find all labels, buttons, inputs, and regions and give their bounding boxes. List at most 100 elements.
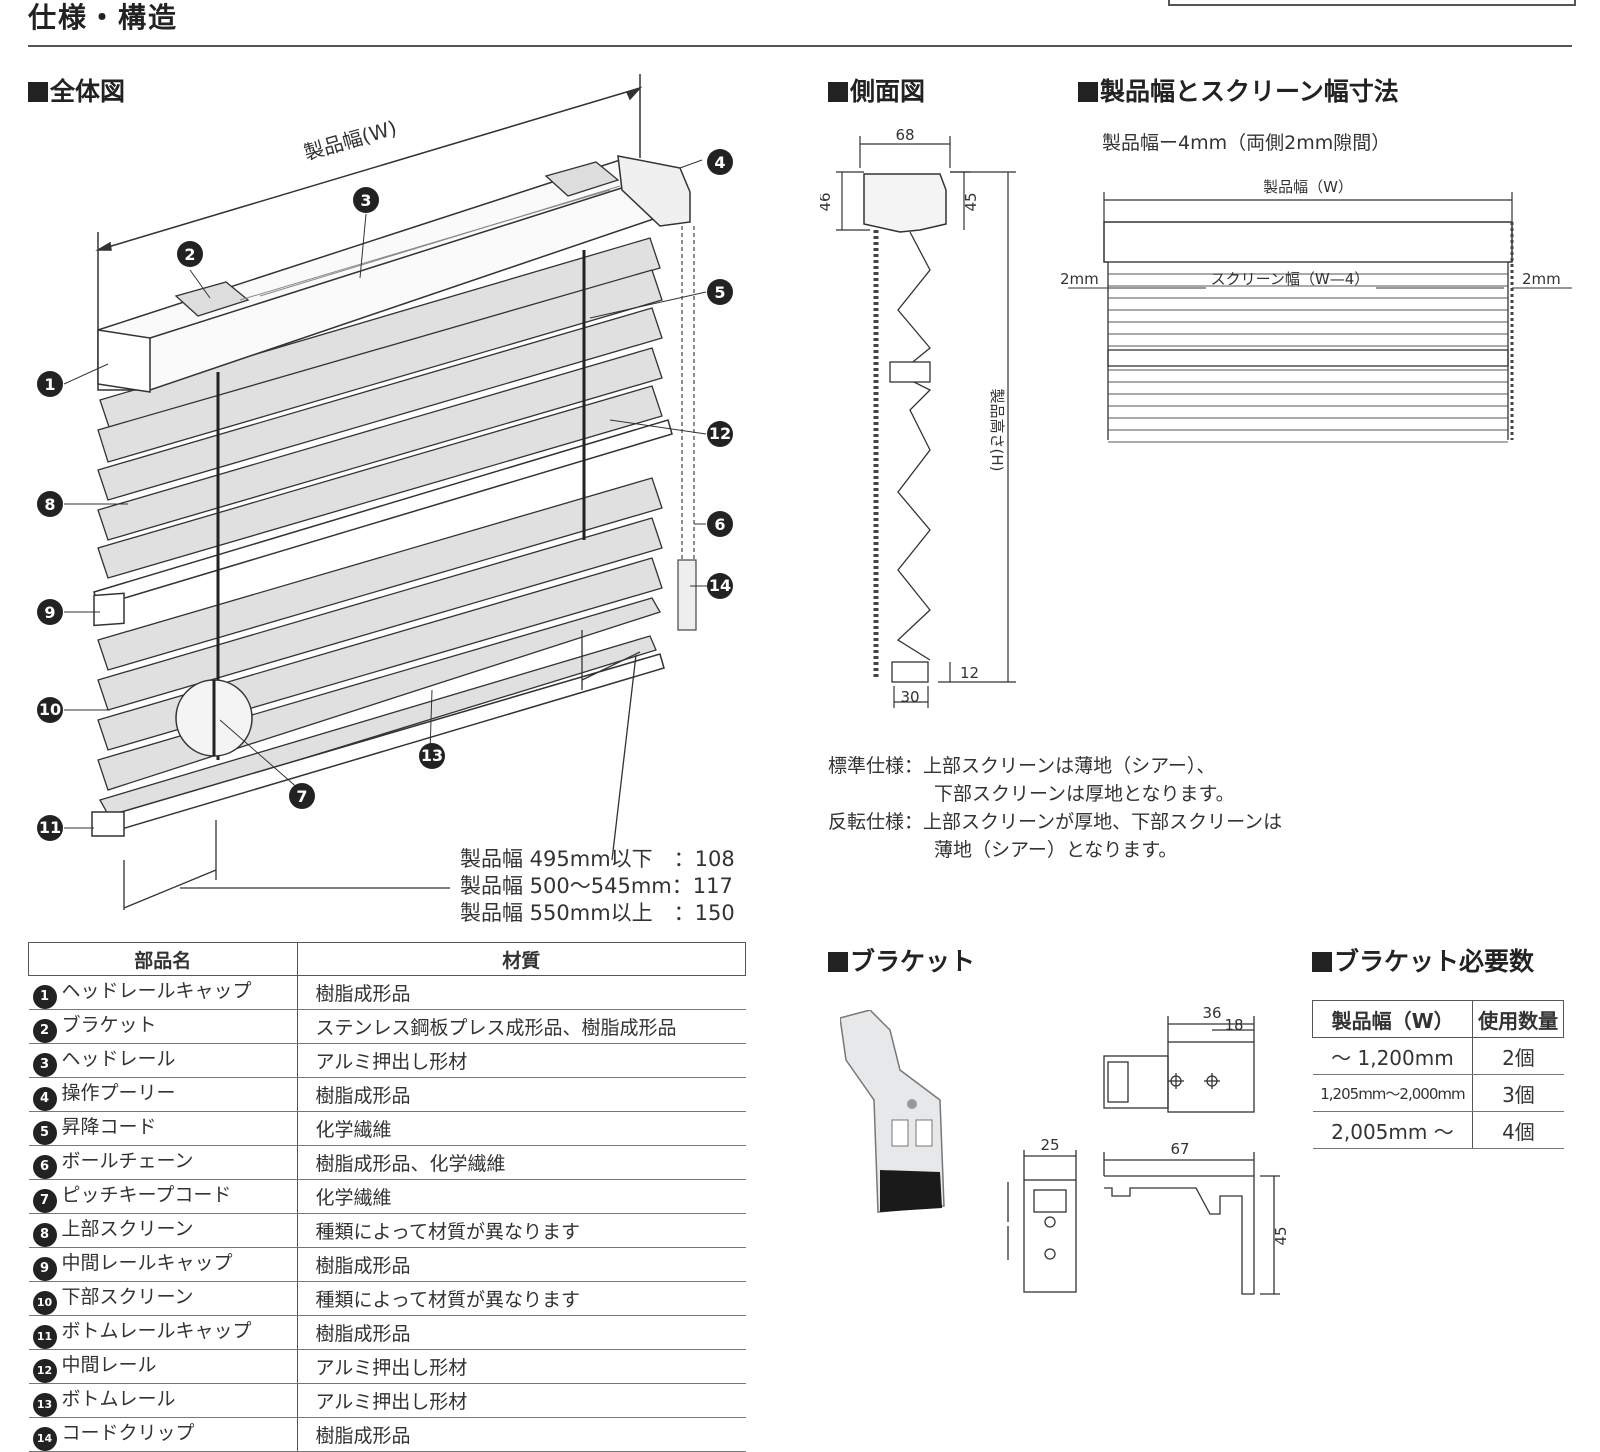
width-note: 製品幅ー4mm（両側2mm隙間） [1102,132,1391,154]
svg-text:製品幅（W）: 製品幅（W） [1263,178,1353,196]
svg-text:30: 30 [900,688,919,706]
svg-text:12: 12 [709,424,731,443]
svg-text:4: 4 [714,153,725,172]
svg-text:3: 3 [360,191,371,210]
part-name: コードクリップ [61,1422,195,1444]
section-heading-bracket-qty: ブラケット必要数 [1312,942,1534,978]
reverse-label: 反転仕様： [828,811,924,833]
part-number-badge: 3 [32,1053,57,1077]
part-material: 種類によって材質が異なります [297,1213,746,1248]
width-diagram: 製品幅（W） スクリーン幅（W—4） 2mm 2mm [1060,178,1572,443]
reverse-line-1: 上部スクリーンが厚地、下部スクリーンは [923,811,1283,833]
part-material: 樹脂成形品、化学繊維 [297,1145,746,1180]
svg-text:25: 25 [1040,1136,1059,1154]
svg-text:68: 68 [895,126,914,144]
svg-text:18: 18 [1224,1016,1243,1034]
top-table-fragment [1168,0,1576,6]
part-material: ステンレス鋼板プレス成形品、樹脂成形品 [297,1009,746,1044]
svg-text:2mm: 2mm [1522,270,1561,288]
part-name: ヘッドレール [61,1048,176,1070]
part-number-badge: 8 [32,1223,57,1247]
svg-text:10: 10 [39,700,61,719]
part-material: アルミ押出し形材 [297,1349,746,1384]
part-material: アルミ押出し形材 [297,1043,746,1078]
bracket-drawings: 36 18 25 67 16 15 45 [1000,1004,1290,1295]
svg-text:12: 12 [960,664,979,682]
part-material: 樹脂成形品 [297,1247,746,1282]
part-number-badge: 4 [32,1087,57,1111]
depth-note: 製品幅 550mm以上 ：150 [460,901,735,925]
part-material: 樹脂成形品 [297,1077,746,1112]
qty-header-width: 製品幅（W） [1311,1000,1474,1038]
callout-4: 4 [707,149,733,175]
standard-line-2: 下部スクリーンは厚地となります。 [934,783,1235,805]
part-name: 昇降コード [61,1116,157,1138]
part-name: ボールチェーン [61,1150,194,1172]
section-heading-bracket: ブラケット [828,942,975,978]
qty-count: 4個 [1472,1111,1564,1149]
part-name: 操作プーリー [61,1082,176,1104]
part-number-badge: 12 [32,1359,57,1383]
section-heading-widths: 製品幅とスクリーン幅寸法 [1078,72,1399,108]
side-screen-zigzag [896,231,932,661]
overall-blind-diagram: 1 2 3 4 5 12 6 14 8 9 10 11 7 13 [37,74,733,910]
svg-text:36: 36 [1202,1004,1221,1022]
qty-width: 1,205mm〜2,000mm [1312,1074,1474,1112]
callout-5: 5 [707,279,733,305]
callout-2: 2 [177,241,203,267]
part-number-badge: 5 [32,1121,57,1145]
svg-text:製品高さ(H): 製品高さ(H) [988,389,1006,472]
parts-header-name: 部品名 [28,942,298,976]
part-number-badge: 6 [32,1155,57,1179]
upper-screen-slats [97,237,663,579]
callout-11: 11 [37,815,63,841]
svg-text:6: 6 [714,515,725,534]
section-heading-side: 側面図 [828,72,925,108]
part-name: ボトムレールキャップ [61,1320,252,1342]
svg-text:1: 1 [44,375,55,394]
part-number-badge: 14 [32,1427,57,1451]
svg-text:8: 8 [44,495,55,514]
callout-3: 3 [353,187,379,213]
callout-7: 7 [289,783,315,809]
svg-text:9: 9 [44,603,55,622]
spec-notes: 標準仕様：上部スクリーンは薄地（シアー）、 下部スクリーンは厚地となります。 反… [828,752,1282,864]
qty-header-count: 使用数量 [1472,1000,1564,1038]
svg-text:11: 11 [39,818,61,837]
part-material: 樹脂成形品 [297,1315,746,1350]
qty-width: 〜 1,200mm [1312,1037,1474,1075]
part-name: 中間レールキャップ [61,1252,233,1274]
depth-note: 製品幅 495mm以下 ：108 [460,847,735,871]
width-slats [1108,261,1508,443]
side-view-diagram: 68 46 45 12 30 製品高さ(H) [820,126,1016,708]
width-dimension-line [97,87,641,251]
part-material: アルミ押出し形材 [297,1383,746,1418]
title-divider [28,45,1572,47]
qty-count: 3個 [1472,1074,1564,1112]
part-number-badge: 9 [32,1257,57,1281]
svg-text:15: 15 [1000,1232,1004,1251]
side-middle-rail [889,361,931,383]
head-rail [97,155,691,393]
bracket-photo [840,1010,945,1213]
part-number-badge: 7 [32,1189,57,1213]
width-middle-rail [1107,349,1509,367]
callout-10: 10 [37,697,63,723]
svg-text:5: 5 [714,283,725,302]
part-material: 樹脂成形品 [297,1417,746,1452]
svg-text:13: 13 [421,746,443,765]
part-name: ヘッドレールキャップ [61,980,252,1002]
